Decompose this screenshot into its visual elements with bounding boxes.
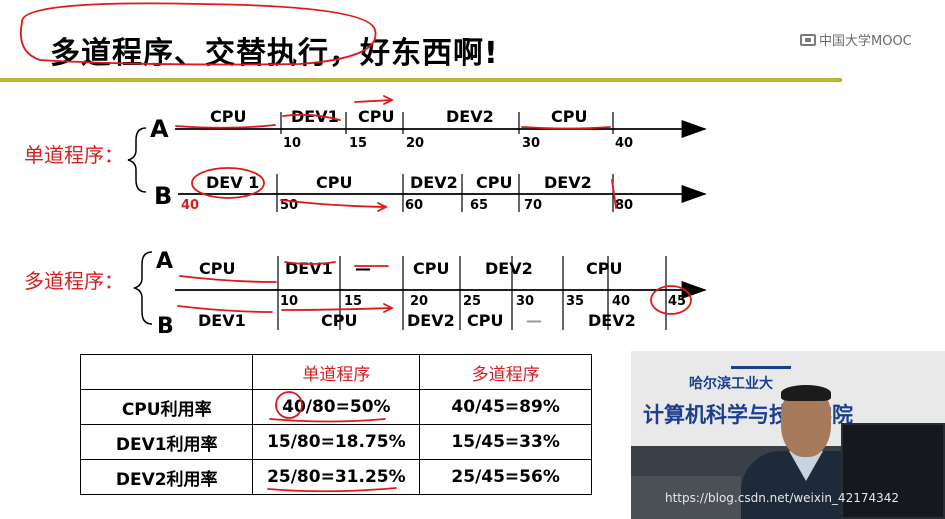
single-a-name: A [150, 115, 169, 143]
single-a-tick-2: 15 [349, 136, 367, 151]
multi-b-seg-4: CPU [467, 311, 503, 330]
multi-a-name: A [156, 249, 173, 274]
multi-tick-7: 40 [612, 294, 630, 309]
multi-brace [134, 252, 152, 324]
single-a-seg-5: CPU [551, 107, 587, 126]
table-header-empty [81, 355, 253, 390]
single-a-seg-3: CPU [358, 107, 394, 126]
table-header-multi: 多道程序 [420, 355, 592, 390]
multi-tick-5: 30 [516, 294, 534, 309]
multi-b-name: B [157, 314, 174, 339]
single-a-seg-4: DEV2 [446, 107, 494, 126]
single-b-tick-1: 40 [181, 198, 199, 213]
table-cell: DEV2利用率 [81, 460, 253, 495]
multi-a-seg-3: — [355, 259, 371, 278]
table-cell: 25/80=31.25% [253, 460, 420, 495]
table-row: DEV1利用率 15/80=18.75% 15/45=33% [81, 425, 592, 460]
multi-a-seg-2: DEV1 [285, 259, 333, 278]
table-header-row: 单道程序 多道程序 [81, 355, 592, 390]
single-b-tick-5: 70 [524, 198, 542, 213]
table-row: CPU利用率 40/80=50% 40/45=89% [81, 390, 592, 425]
multi-a-seg-5: DEV2 [485, 259, 533, 278]
single-a-seg-2: DEV1 [291, 107, 339, 126]
multi-b-seg-6: DEV2 [588, 311, 636, 330]
single-b-seg-5: DEV2 [544, 173, 592, 192]
multi-a-seg-6: CPU [586, 259, 622, 278]
table-cell: 25/45=56% [420, 460, 592, 495]
table-cell: 40/80=50% [253, 390, 420, 425]
multi-tick-2: 15 [344, 294, 362, 309]
video-school-name: 哈尔滨工业大 [689, 373, 773, 393]
table-cell: CPU利用率 [81, 390, 253, 425]
lecturer-video: 哈尔滨工业大 计算机科学与技术学院 https://blog.csdn.net/… [631, 351, 945, 519]
multi-a-seg-1: CPU [199, 259, 235, 278]
csdn-watermark: https://blog.csdn.net/weixin_42174342 [665, 491, 899, 505]
lecturer-hair [781, 385, 831, 401]
single-a-seg-1: CPU [210, 107, 246, 126]
single-a-tick-4: 30 [522, 136, 540, 151]
multi-program-label: 多道程序： [24, 269, 124, 293]
single-b-name: B [154, 182, 172, 210]
table-row: DEV2利用率 25/80=31.25% 25/45=56% [81, 460, 592, 495]
single-b-seg-2: CPU [316, 173, 352, 192]
single-b-seg-1: DEV 1 [206, 173, 259, 192]
table-cell: 40/45=89% [420, 390, 592, 425]
multi-tick-3: 20 [410, 294, 428, 309]
single-a-tick-1: 10 [283, 136, 301, 151]
table-header-single: 单道程序 [253, 355, 420, 390]
multi-tick-8: 45 [668, 294, 686, 309]
multi-tick-6: 35 [566, 294, 584, 309]
multi-tick-1: 10 [280, 294, 298, 309]
utilization-table: 单道程序 多道程序 CPU利用率 40/80=50% 40/45=89% DEV… [80, 354, 592, 495]
multi-b-seg-2: CPU [321, 311, 357, 330]
single-a-tick-3: 20 [406, 136, 424, 151]
table-cell: 15/80=18.75% [253, 425, 420, 460]
multi-b-seg-5: — [526, 311, 542, 330]
table-cell: DEV1利用率 [81, 425, 253, 460]
table-cell: 15/45=33% [420, 425, 592, 460]
single-brace [128, 128, 146, 192]
multi-b-seg-3: DEV2 [407, 311, 455, 330]
single-a-tick-5: 40 [615, 136, 633, 151]
single-b-tick-4: 65 [470, 198, 488, 213]
school-emblem [731, 353, 791, 369]
single-b-tick-6: 80 [615, 198, 633, 213]
single-program-label: 单道程序： [24, 143, 124, 167]
multi-tick-4: 25 [463, 294, 481, 309]
multi-b-seg-1: DEV1 [198, 311, 246, 330]
single-b-seg-4: CPU [476, 173, 512, 192]
single-b-seg-3: DEV2 [410, 173, 458, 192]
single-b-tick-3: 60 [405, 198, 423, 213]
multi-a-seg-4: CPU [413, 259, 449, 278]
